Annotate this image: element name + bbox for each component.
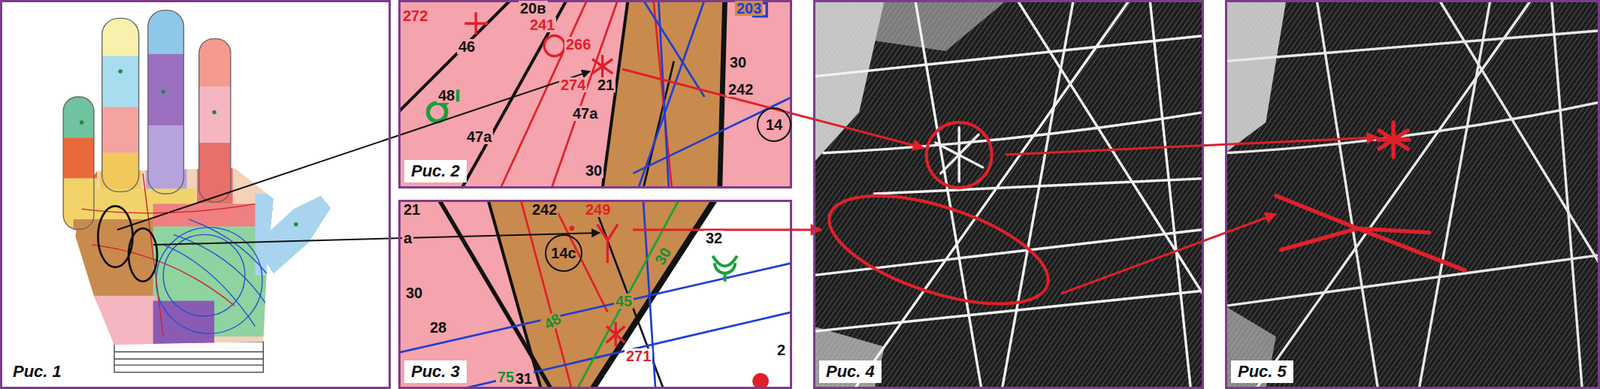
callout-number: 75 — [496, 369, 516, 385]
callout-number: 45 — [613, 293, 634, 309]
callout-number: 203 — [734, 0, 763, 16]
callout-number: 21 — [402, 202, 422, 218]
arrow-connector — [632, 229, 822, 232]
callout-number: 249 — [583, 202, 612, 218]
callout-number: 271 — [624, 348, 653, 364]
callout-number: 46 — [456, 39, 477, 55]
callout-number: 14 — [765, 117, 783, 133]
callout-number: 30 — [728, 54, 748, 70]
figure-panel: Рис. 4 — [813, 0, 1204, 389]
arrow-connector — [622, 69, 924, 149]
figure-caption: Рис. 1 — [6, 360, 69, 384]
figure-caption: Рис. 2 — [404, 160, 467, 183]
arrow-connector — [153, 232, 600, 245]
callout-number: 30 — [583, 163, 604, 179]
callout-number: 242 — [726, 81, 755, 97]
callout-number: 14с — [550, 245, 576, 261]
callout-number: 21 — [595, 77, 616, 93]
callout-number: 48 — [540, 310, 566, 333]
callout-number: 31 — [514, 371, 534, 387]
callout-number: 30 — [404, 285, 424, 301]
figure-caption: Рис. 5 — [1231, 360, 1294, 384]
arrow-connector — [1061, 214, 1277, 294]
figure-panel: Рис. 3 14с — [398, 199, 793, 389]
callout-number: 242 — [530, 202, 559, 218]
callout-number: 47а — [571, 105, 599, 121]
callout-number: 266 — [564, 36, 593, 52]
callout-number: 20в — [518, 0, 548, 16]
arrow-connector — [117, 71, 590, 230]
callout-number: 28 — [428, 320, 448, 336]
circled-number: 14 — [756, 107, 792, 143]
figure-caption: Рис. 3 — [404, 360, 467, 384]
figure-panel: Рис. 5 — [1224, 0, 1600, 389]
circled-number: 14с — [544, 234, 583, 273]
callout-number: а — [402, 230, 414, 246]
arrow-connector — [1005, 137, 1378, 155]
callout-number: 272 — [401, 8, 430, 24]
callout-number: 48 — [436, 87, 457, 103]
callout-number: 241 — [528, 17, 557, 33]
callout-number: 2 — [775, 342, 787, 358]
figure-panel: Рис. 1 — [0, 0, 391, 389]
callout-number: 30 — [651, 244, 675, 270]
figure-caption: Рис. 4 — [819, 360, 882, 384]
callout-number: 32 — [704, 230, 724, 246]
callout-number: 274 — [559, 77, 587, 93]
callout-number: 47а — [465, 129, 494, 145]
